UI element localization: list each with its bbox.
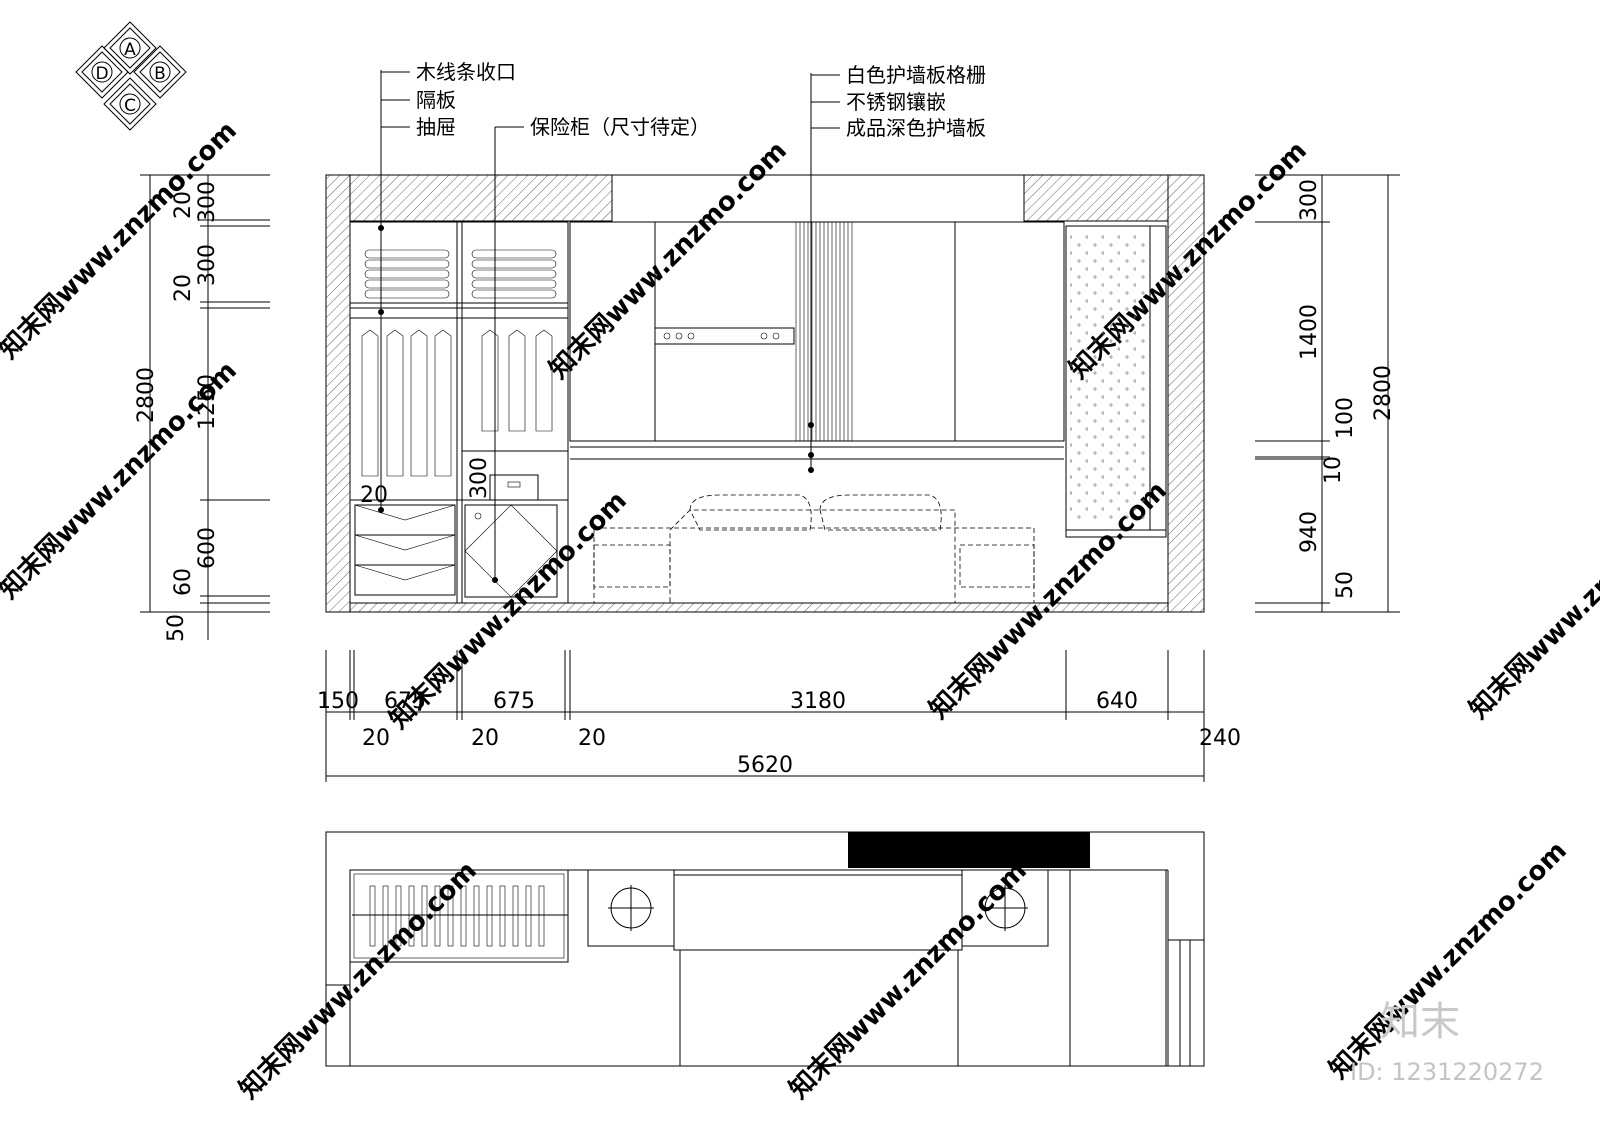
- dim-left-600: 600: [195, 527, 220, 569]
- compass-a-label: A: [124, 40, 136, 60]
- compass-b-label: B: [154, 64, 166, 84]
- dim-bottom-20c: 20: [578, 726, 606, 751]
- dim-bottom-150: 150: [317, 689, 359, 714]
- callout-dark-panel: 成品深色护墙板: [846, 116, 986, 140]
- dim-bottom-675a: 675: [384, 689, 426, 714]
- callout-safe: 保险柜（尺寸待定）: [530, 115, 710, 139]
- dim-total-5620: 5620: [737, 753, 793, 778]
- watermark-7: 知末网www.znzmo.com: [234, 856, 483, 1105]
- callouts: 木线条收口 隔板 抽屉 保险柜（尺寸待定） 白色护墙板格栅 不锈钢镶嵌 成品深色…: [378, 60, 986, 583]
- dim-right-2800: 2800: [1371, 365, 1396, 421]
- dim-inner-300: 300: [467, 457, 492, 499]
- callout-white-grille: 白色护墙板格栅: [846, 63, 986, 87]
- watermark-1: 知末网www.znzmo.com: [0, 116, 243, 365]
- dim-left-50: 50: [164, 614, 189, 642]
- compass-d-label: D: [95, 64, 108, 84]
- callout-shelf: 隔板: [416, 88, 456, 112]
- dim-bottom-240: 240: [1199, 726, 1241, 751]
- dim-bottom-640: 640: [1096, 689, 1138, 714]
- right-dimensions: 300 1400 100 10 940 50 2800: [1255, 174, 1400, 613]
- watermark-10: 知末网www.znzmo.com: [1464, 476, 1600, 725]
- dim-right-50: 50: [1333, 571, 1358, 599]
- dim-left-300b: 300: [195, 244, 220, 286]
- watermark-3: 知末网www.znzmo.com: [544, 136, 793, 385]
- dim-right-100: 100: [1333, 397, 1358, 439]
- compass-symbol: A B C D: [75, 21, 187, 131]
- left-dimensions: 2800 300 20 300 20 1250 20 600 60 50 300: [134, 174, 492, 642]
- dim-bottom-20a: 20: [362, 726, 390, 751]
- image-id: ID: 1231220272: [1350, 1058, 1544, 1086]
- plan-view: [325, 831, 1205, 1067]
- dim-right-10: 10: [1321, 456, 1346, 484]
- watermark-9: 知末网www.znzmo.com: [1324, 836, 1573, 1085]
- elevation-view: [325, 174, 1205, 613]
- watermark-8: 知末网www.znzmo.com: [784, 856, 1033, 1105]
- brand-watermark: 知末: [1380, 999, 1460, 1045]
- dim-right-940: 940: [1297, 511, 1322, 553]
- callout-wood-trim: 木线条收口: [416, 60, 516, 84]
- dim-left-20b: 20: [171, 274, 196, 302]
- dim-left-20c: 20: [360, 483, 388, 508]
- dim-left-300a: 300: [195, 181, 220, 223]
- dim-right-1400: 1400: [1297, 304, 1322, 360]
- dim-left-60: 60: [171, 568, 196, 596]
- dim-left-2800: 2800: [134, 367, 159, 423]
- callout-drawer: 抽屉: [416, 115, 456, 139]
- dim-bottom-675b: 675: [493, 689, 535, 714]
- dim-left-1250: 1250: [195, 374, 220, 430]
- dim-bottom-3180: 3180: [790, 689, 846, 714]
- callout-steel-inlay: 不锈钢镶嵌: [846, 90, 946, 114]
- dim-bottom-20b: 20: [471, 726, 499, 751]
- dim-right-300: 300: [1297, 179, 1322, 221]
- bottom-dimensions: 150 675 675 3180 640 20 20 20 240 5620: [317, 650, 1241, 782]
- compass-c-label: C: [124, 96, 136, 116]
- dim-left-20a: 20: [171, 191, 196, 219]
